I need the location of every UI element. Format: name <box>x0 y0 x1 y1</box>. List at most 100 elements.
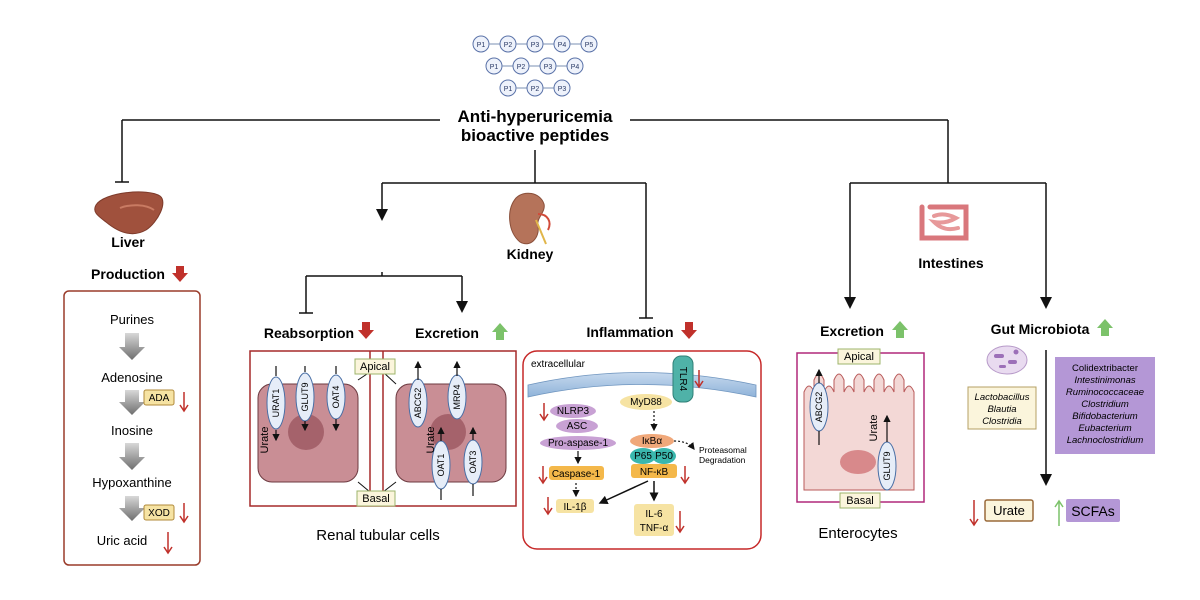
liver-title: Liver <box>111 234 145 250</box>
svg-text:URAT1: URAT1 <box>271 389 281 418</box>
peptide-residue-label: P1 <box>490 64 499 71</box>
renal-urate-right: Urate <box>425 427 437 454</box>
ikba-label: IκBα <box>642 436 662 447</box>
renal-basal-label: Basal <box>362 493 390 505</box>
bacteria-blautia: Blautia <box>987 404 1016 415</box>
transporter-abcg2: ABCG2 <box>408 378 428 428</box>
inflammation-down-arrow-icon <box>681 322 697 339</box>
entero-apical-label: Apical <box>844 351 874 363</box>
transporter-glut9: GLUT9 <box>295 372 315 422</box>
ada-enzyme-label: ADA <box>149 393 170 404</box>
entero-transporter-abcg2: ABCG2 <box>809 382 829 432</box>
bacteria-ruminococcaceae: Ruminococcaceae <box>1066 387 1144 398</box>
peptide-residue-label: P4 <box>571 64 580 71</box>
increased-bacteria-box <box>1055 357 1155 454</box>
svg-text:OAT3: OAT3 <box>468 451 478 474</box>
kidney-excretion-label: Excretion <box>415 325 479 341</box>
svg-text:ABCG2: ABCG2 <box>413 388 423 419</box>
liver-icon <box>94 191 164 235</box>
peptide-residue-label: P2 <box>504 42 513 49</box>
nfkb-down-arrow-icon <box>680 466 690 485</box>
pathway-purines: Purines <box>110 312 155 327</box>
renal-caption: Renal tubular cells <box>316 527 439 544</box>
proteasomal-label: Proteasomal <box>699 445 747 455</box>
pathway-adenosine: Adenosine <box>101 370 162 385</box>
bacteria-lachnoclostridium: Lachnoclostridium <box>1067 435 1144 446</box>
procaspase-label: Pro-aspase-1 <box>548 438 608 449</box>
scfas-result-box <box>1066 499 1120 522</box>
peptide-residue <box>580 35 598 53</box>
peptide-residue <box>566 57 584 75</box>
bacteria-clostridia: Clostridia <box>982 416 1022 427</box>
ada-enzyme-badge <box>143 389 175 406</box>
intestines-icon <box>919 204 969 241</box>
renal-apical-badge <box>354 358 396 375</box>
intestine-excretion-up-arrow-icon <box>892 321 908 338</box>
reabsorption-label: Reabsorption <box>264 325 354 341</box>
peptide-residue-label: P1 <box>477 42 486 49</box>
asc-node <box>556 419 598 433</box>
svg-text:MRP4: MRP4 <box>452 384 462 409</box>
intestine-excretion-label: Excretion <box>820 323 884 339</box>
nlrp3-node <box>550 404 596 418</box>
peptide-residue-label: P3 <box>558 86 567 93</box>
pathway-arrow-icon <box>119 390 145 415</box>
scfas-up-arrow-icon <box>1054 499 1064 526</box>
liver-pathway-box <box>63 290 201 566</box>
svg-text:ABCG2: ABCG2 <box>814 392 824 423</box>
decreased-bacteria-box <box>967 386 1037 430</box>
uric-acid-down-arrow-icon <box>163 532 173 555</box>
pathway-arrow-icon <box>119 333 145 360</box>
peptide-residue-label: P2 <box>517 64 526 71</box>
urate-result-label: Urate <box>993 503 1025 518</box>
bacteria-colidextribacter: Colidextribacter <box>1072 363 1138 374</box>
nfkb-node <box>631 464 677 478</box>
peptide-residue-label: P4 <box>558 42 567 49</box>
renal-apical-label: Apical <box>360 361 390 373</box>
microbiota-title: Gut Microbiota <box>991 321 1090 337</box>
reabsorption-down-arrow-icon <box>358 322 374 339</box>
kidney-excretion-up-arrow-icon <box>492 323 508 340</box>
nfkb-to-il1b <box>598 480 649 504</box>
liver-production-label: Production <box>91 266 165 282</box>
caspase-label: Caspase-1 <box>552 469 601 480</box>
degradation-label: Degradation <box>699 455 746 465</box>
cytokine-down-arrow-icon <box>675 511 685 534</box>
p50-label: P50 <box>655 451 673 462</box>
tnfa-label: TNF-α <box>640 523 669 534</box>
myd88-label: MyD88 <box>630 397 662 408</box>
il1b-label: IL-1β <box>564 502 587 513</box>
p50-node <box>652 448 676 464</box>
svg-text:GLUT9: GLUT9 <box>882 451 892 480</box>
pathway-arrow-icon <box>119 443 145 470</box>
bacteria-intestinimonas: Intestinimonas <box>1074 375 1136 386</box>
peptide-residue-label: P5 <box>585 42 594 49</box>
inflammation-label: Inflammation <box>586 324 673 340</box>
il6-label: IL-6 <box>645 509 663 520</box>
tree-connectors <box>115 119 1052 319</box>
peptide-residue-label: P3 <box>531 42 540 49</box>
ikba-node <box>630 434 674 448</box>
myd88-node <box>620 394 672 410</box>
intestines-title: Intestines <box>918 255 984 271</box>
peptide-residue-label: P2 <box>531 86 540 93</box>
svg-text:OAT1: OAT1 <box>436 454 446 477</box>
bacteria-clostridium: Clostridium <box>1081 399 1129 410</box>
ada-down-arrow-icon <box>179 392 189 413</box>
procaspase-node <box>540 436 616 450</box>
xod-down-arrow-icon <box>179 503 189 524</box>
entero-apical-badge <box>837 348 881 365</box>
entero-urate-label: Urate <box>868 415 880 442</box>
nfkb-label: NF-κB <box>640 467 669 478</box>
il1b-down-arrow-icon <box>543 497 553 516</box>
transporter-oat3: OAT3 <box>463 439 483 485</box>
tlr4-down-arrow-icon <box>694 370 704 389</box>
urate-result-box <box>984 499 1034 522</box>
peptide-residue <box>553 79 571 97</box>
nlrp3-label: NLRP3 <box>557 406 590 417</box>
p65-node <box>630 448 656 464</box>
transporter-oat4: OAT4 <box>326 374 346 420</box>
caspase-down-arrow-icon <box>538 466 548 485</box>
peptide-residue-label: P3 <box>544 64 553 71</box>
